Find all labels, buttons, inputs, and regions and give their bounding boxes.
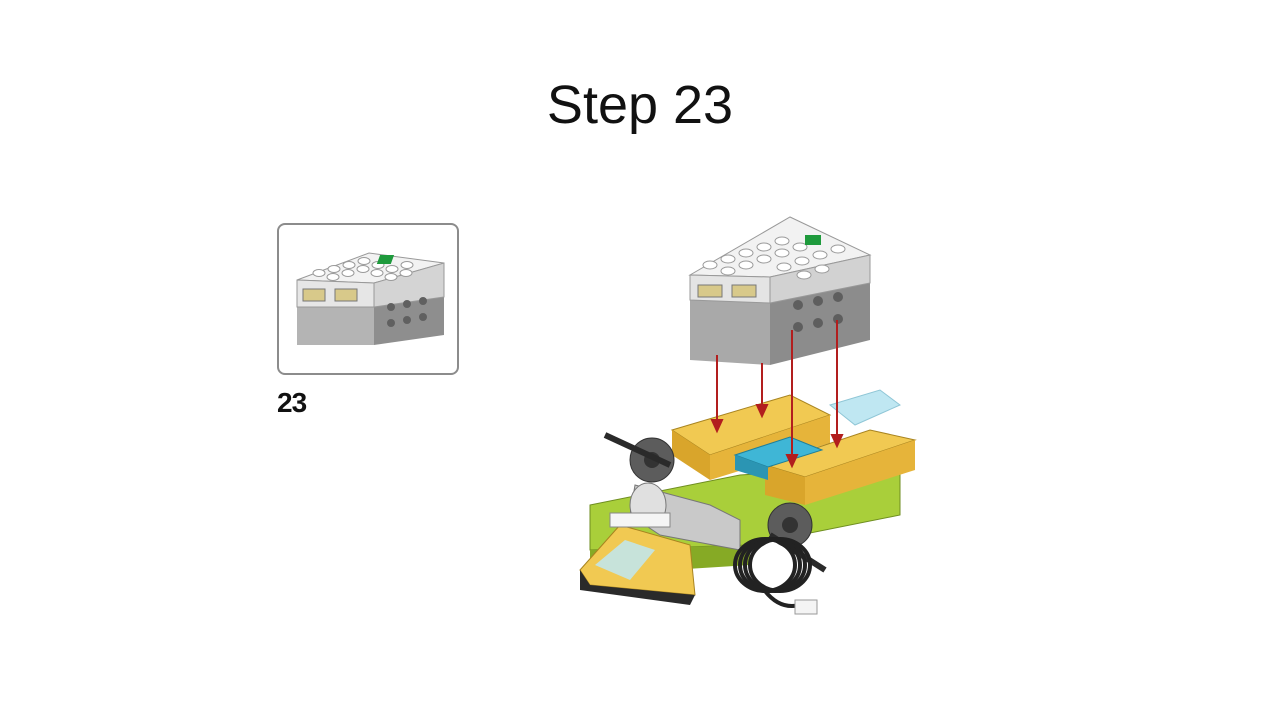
smarthub-brick-icon [296,252,445,345]
smarthub-brick [688,216,872,365]
step-number: 23 [277,387,307,418]
model-illustration [560,205,940,645]
page-title: Step 23 [546,75,734,135]
placement-arrows [710,320,844,469]
robot-base [579,389,917,615]
parts-callout-box [277,223,459,375]
